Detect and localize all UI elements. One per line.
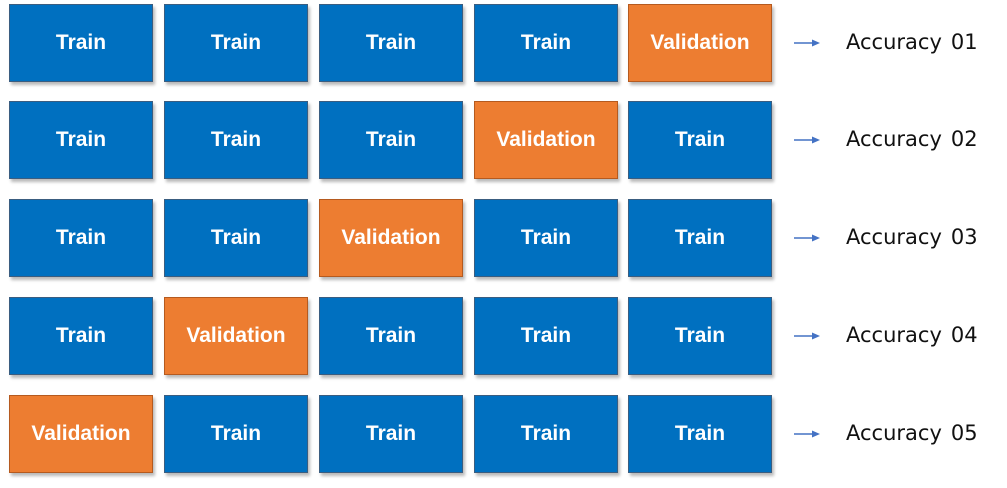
train-block: Train xyxy=(9,297,153,375)
validation-block: Validation xyxy=(319,199,463,277)
train-block: Train xyxy=(164,395,308,473)
train-block: Train xyxy=(164,101,308,179)
train-block: Train xyxy=(164,4,308,82)
accuracy-word: Accuracy xyxy=(846,225,942,249)
train-block: Train xyxy=(319,4,463,82)
accuracy-result: Accuracy 04 xyxy=(846,323,978,347)
train-block: Train xyxy=(319,297,463,375)
validation-block: Validation xyxy=(628,4,772,82)
arrow-right-icon xyxy=(794,234,820,242)
train-block: Train xyxy=(319,395,463,473)
validation-block: Validation xyxy=(474,101,618,179)
train-block: Train xyxy=(474,395,618,473)
train-block: Train xyxy=(628,395,772,473)
arrow-right-icon xyxy=(794,136,820,144)
train-block: Train xyxy=(474,4,618,82)
accuracy-number: 03 xyxy=(950,225,978,249)
accuracy-word: Accuracy xyxy=(846,30,942,54)
accuracy-number: 04 xyxy=(950,323,978,347)
train-block: Train xyxy=(9,4,153,82)
accuracy-result: Accuracy 05 xyxy=(846,421,978,445)
train-block: Train xyxy=(9,199,153,277)
train-block: Train xyxy=(628,297,772,375)
accuracy-word: Accuracy xyxy=(846,127,942,151)
train-block: Train xyxy=(164,199,308,277)
train-block: Train xyxy=(474,199,618,277)
train-block: Train xyxy=(628,199,772,277)
accuracy-result: Accuracy 03 xyxy=(846,225,978,249)
accuracy-result: Accuracy 02 xyxy=(846,127,978,151)
arrow-right-icon xyxy=(794,430,820,438)
validation-block: Validation xyxy=(9,395,153,473)
arrow-right-icon xyxy=(794,39,820,47)
validation-block: Validation xyxy=(164,297,308,375)
accuracy-number: 05 xyxy=(950,421,978,445)
accuracy-number: 01 xyxy=(950,30,978,54)
accuracy-word: Accuracy xyxy=(846,323,942,347)
train-block: Train xyxy=(319,101,463,179)
train-block: Train xyxy=(628,101,772,179)
train-block: Train xyxy=(474,297,618,375)
accuracy-word: Accuracy xyxy=(846,421,942,445)
train-block: Train xyxy=(9,101,153,179)
accuracy-result: Accuracy 01 xyxy=(846,30,978,54)
accuracy-number: 02 xyxy=(950,127,978,151)
arrow-right-icon xyxy=(794,332,820,340)
